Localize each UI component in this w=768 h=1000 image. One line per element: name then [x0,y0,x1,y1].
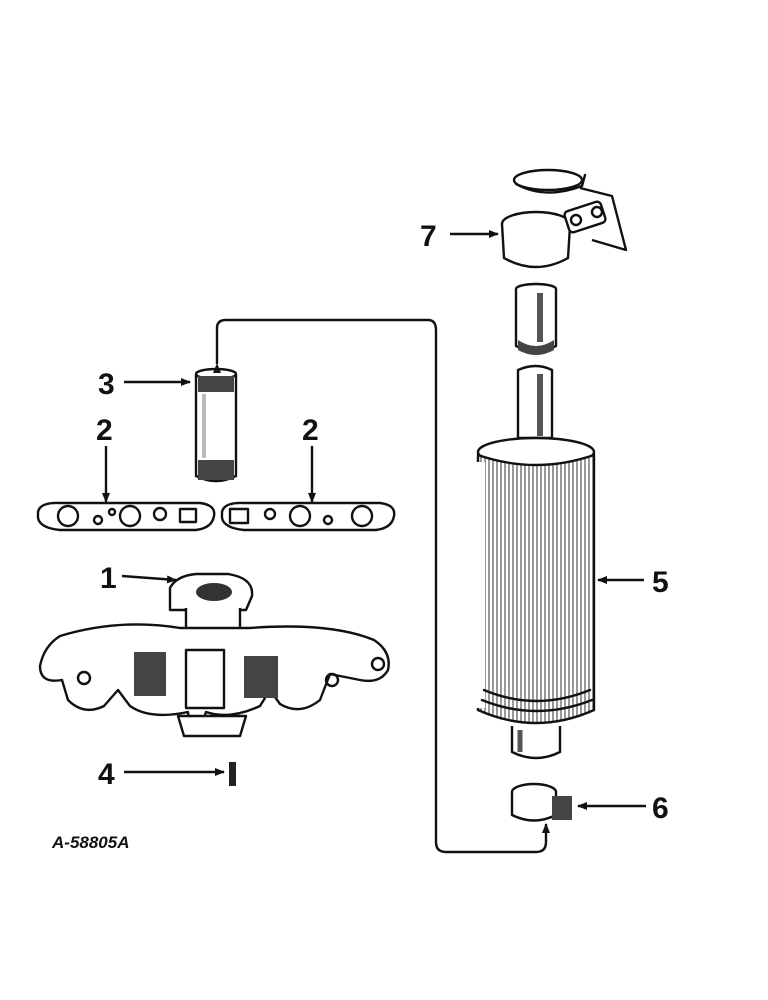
callout-4: 4 [98,758,115,791]
callout-5: 5 [652,566,669,599]
rain-cap-part [500,168,628,269]
leader-arrow-1 [121,574,177,584]
stud-part [229,762,236,786]
gasket-right-part [220,501,396,532]
clamp-part [510,782,572,822]
muffler-part [475,364,596,760]
gasket-left-part [36,501,216,532]
manifold-part [38,572,390,738]
connector-pipe-part [514,282,558,355]
figure-id-label: A-58805A [51,833,130,852]
callout-2-left: 2 [96,414,113,447]
pipe-part [194,367,238,483]
callout-1: 1 [100,562,117,595]
callout-3: 3 [98,368,115,401]
routing-line [213,318,550,854]
callout-7: 7 [420,220,437,253]
callout-6: 6 [652,792,669,825]
callout-2-right: 2 [302,414,319,447]
